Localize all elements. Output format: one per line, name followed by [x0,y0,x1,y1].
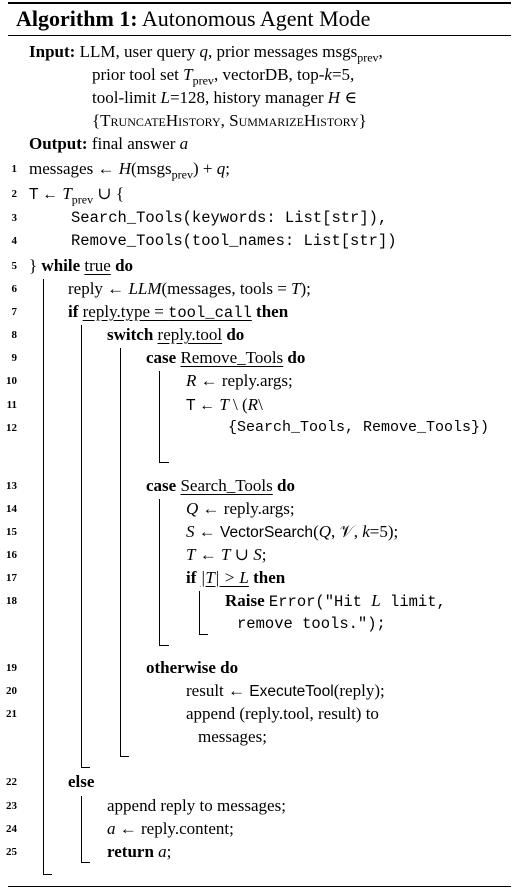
input-line-1: Input: LLM, user query q, prior messages… [29,42,383,65]
algorithm-title: Algorithm 1: Autonomous Agent Mode [16,6,370,32]
line-number: 1 [11,163,18,175]
code-line-16: T ← T ∪ S; [186,545,267,564]
line-number: 6 [11,283,18,295]
code-line-5: } while true do [29,256,134,275]
line-number: 10 [6,375,17,387]
if-limit-block-end [199,634,208,635]
code-line-3: Search_Tools(keywords: List[str]), [71,209,388,227]
code-line-22: else [68,772,95,791]
while-block-end [43,874,52,875]
case-remove-block-line [159,371,160,462]
if-block-end [81,767,90,768]
title-rule [8,35,511,36]
if-block-line [81,325,82,768]
code-line-19: otherwise do [146,658,239,677]
case-remove-block-end [159,462,169,463]
if-limit-block-line [199,591,200,634]
line-number: 12 [6,422,17,434]
code-line-6: reply ← LLM(messages, tools = T); [68,279,311,298]
code-line-15: S ← VectorSearch(Q, 𝒱, k=5); [186,522,399,541]
code-line-10: R ← reply.args; [186,371,293,390]
line-number: 11 [6,399,17,411]
line-number: 13 [6,480,17,492]
line-number: 5 [11,260,18,272]
else-block-line [81,796,82,862]
line-number: 15 [6,526,17,538]
else-block-end [81,862,90,863]
code-line-21-cont: messages; [198,727,267,746]
code-line-1: messages ← H(msgsprev) + q; [29,159,230,182]
code-line-8: switch reply.tool do [107,325,245,344]
code-line-12: {Search_Tools, Remove_Tools}) [228,419,490,436]
input-label: Input: [29,42,76,61]
line-number: 3 [11,212,18,224]
line-number: 2 [11,188,18,200]
code-line-21: append (reply.tool, result) to [186,704,379,723]
case-search-block-line [159,499,160,645]
code-line-14: Q ← reply.args; [186,499,295,518]
algorithm-name: Autonomous Agent Mode [141,6,371,31]
switch-block-end [120,756,129,757]
switch-block-line [120,348,121,756]
output-label: Output: [29,134,88,153]
output-line: Output: final answer a [29,134,189,153]
case-search-block-end [159,645,169,646]
bottom-rule [8,886,511,887]
code-line-13: case Search_Tools do [146,476,295,495]
code-line-20: result ← ExecuteTool(reply); [186,681,385,700]
line-number: 25 [6,846,17,858]
line-number: 4 [11,235,18,247]
code-line-18-cont: remove tools."); [237,615,386,633]
line-number: 23 [6,800,17,812]
line-number: 24 [6,823,17,835]
code-line-7: if reply.type = tool_call then [68,302,289,322]
line-number: 9 [11,352,18,364]
line-number: 16 [6,549,17,561]
line-number: 21 [6,708,17,720]
line-number: 7 [11,306,18,318]
line-number: 20 [6,685,17,697]
algorithm-label: Algorithm 1: [16,6,138,31]
code-line-4: Remove_Tools(tool_names: List[str]) [71,232,397,250]
line-number: 18 [6,595,17,607]
while-block-line [43,279,44,874]
code-line-17: if |T| > L then [186,568,286,587]
input-line-3: tool-limit L=128, history manager H ∈ [92,88,357,107]
line-number: 19 [6,662,17,674]
code-line-11: T ← T \ (R\ [186,395,263,414]
line-number: 8 [11,329,18,341]
input-line-4: {TruncateHistory, SummarizeHistory} [92,111,367,130]
input-line-2: prior tool set Tprev, vectorDB, top-k=5, [92,65,355,88]
line-number: 17 [6,572,17,584]
line-number: 14 [6,503,17,515]
code-line-9: case Remove_Tools do [146,348,306,367]
code-line-2: T ← Tprev ∪ { [29,184,125,207]
code-line-24: a ← reply.content; [107,819,234,838]
code-line-25: return a; [107,842,172,861]
code-line-18: Raise Error("Hit L limit, [225,591,446,611]
line-number: 22 [6,776,17,788]
code-line-23: append reply to messages; [107,796,286,815]
top-rule [8,2,511,4]
